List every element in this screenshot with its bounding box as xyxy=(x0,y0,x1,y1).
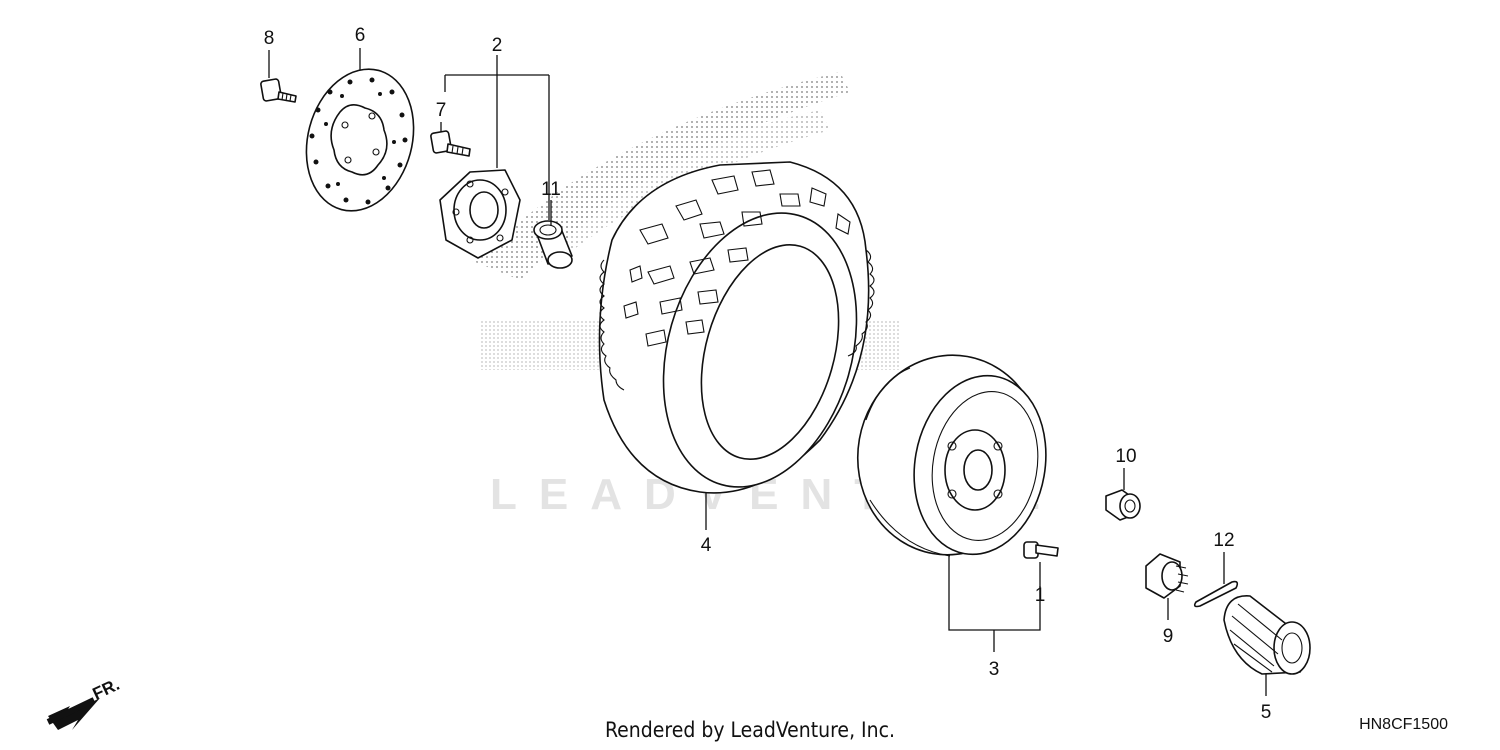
nut-part-10 xyxy=(1105,489,1141,521)
callout-8: 8 xyxy=(264,28,275,49)
castle-nut-part xyxy=(1145,553,1189,599)
callout-9: 9 xyxy=(1163,626,1174,647)
direction-label: FR. xyxy=(90,675,123,704)
callout-1: 1 xyxy=(1035,585,1046,606)
stud-bolt-part-7 xyxy=(430,130,471,157)
callout-11: 11 xyxy=(541,179,561,200)
leader-lines xyxy=(268,48,1267,696)
brake-disc-part xyxy=(305,68,415,212)
wheel-hub-part xyxy=(439,169,521,259)
callout-7: 7 xyxy=(436,100,447,121)
cotter-pin-part xyxy=(1193,580,1239,608)
diagram-code: HN8CF1500 xyxy=(1359,716,1448,733)
callout-labels: 1 2 3 4 5 6 7 8 9 10 11 12 xyxy=(264,25,1272,723)
hub-cap-part xyxy=(1223,595,1311,675)
callout-4: 4 xyxy=(701,535,712,556)
callout-12: 12 xyxy=(1213,530,1234,551)
tire-part xyxy=(598,161,875,494)
footer-credit: Rendered by LeadVenture, Inc. xyxy=(605,718,895,742)
wheel-rim-part xyxy=(856,354,1047,557)
bearing-part-11 xyxy=(533,220,573,269)
callout-10: 10 xyxy=(1115,446,1136,467)
callout-5: 5 xyxy=(1261,702,1272,723)
callout-2: 2 xyxy=(492,35,503,56)
callout-3: 3 xyxy=(989,659,1000,680)
callout-6: 6 xyxy=(355,25,366,46)
valve-stem-part xyxy=(1023,541,1059,559)
bolt-part-8 xyxy=(260,78,297,103)
